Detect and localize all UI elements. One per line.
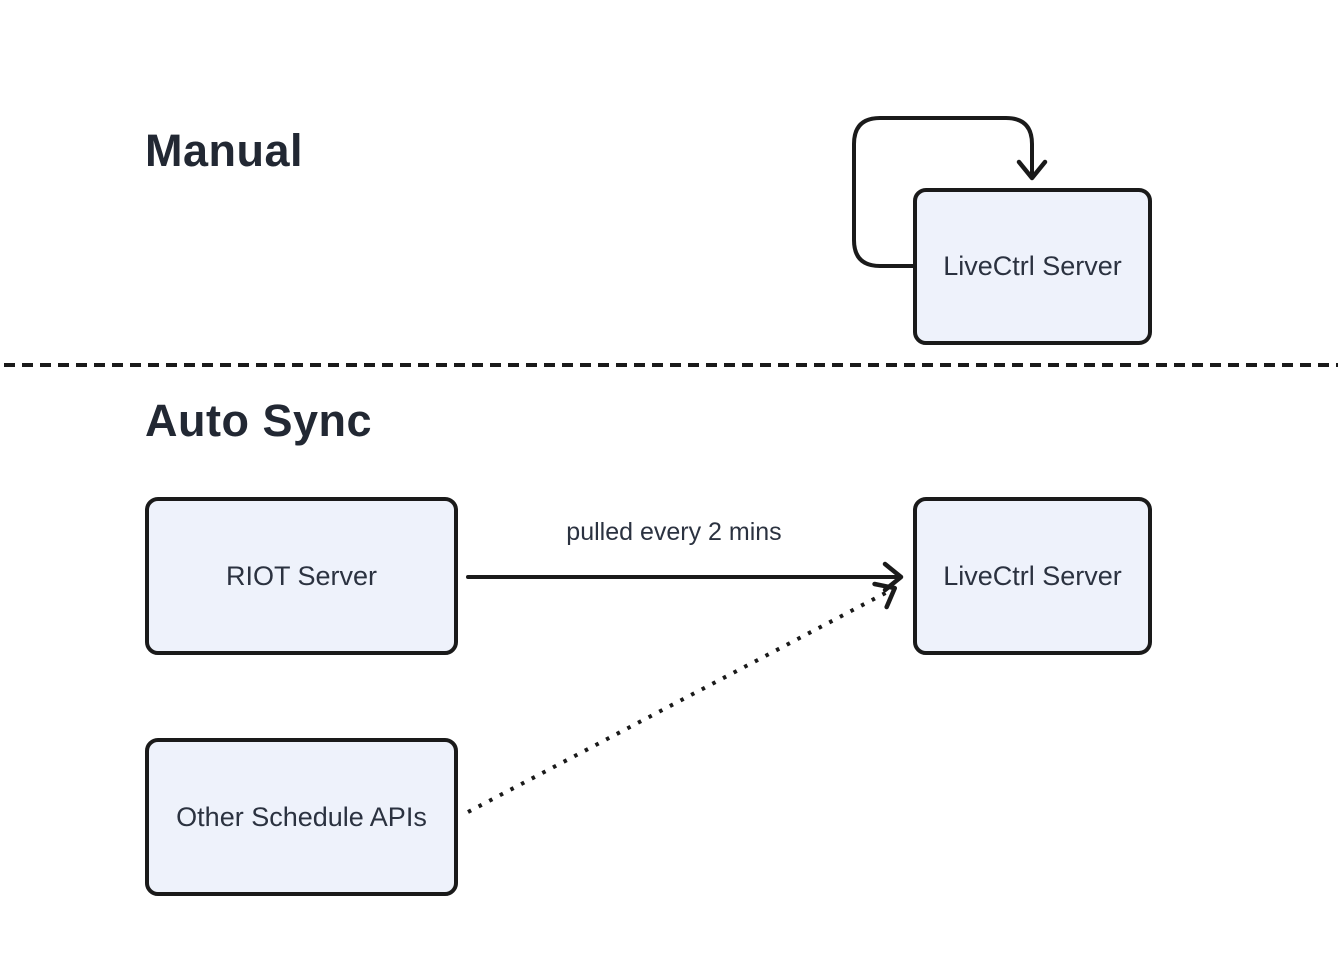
section-title-manual: Manual [145,125,304,176]
node-livectrl-server-manual: LiveCtrl Server [913,188,1152,345]
edge-other-apis-dotted-arrow [467,581,898,814]
node-label-livectrl-server-manual: LiveCtrl Server [943,251,1122,281]
node-livectrl-server-auto-sync: LiveCtrl Server [913,497,1152,655]
node-label-other-schedule-apis: Other Schedule APIs [176,801,427,832]
section-title-auto-sync: Auto Sync [145,395,373,446]
edge-label-pulled-every-2-mins: pulled every 2 mins [566,518,782,546]
node-label-livectrl-server-auto-sync: LiveCtrl Server [943,560,1122,591]
node-other-schedule-apis: Other Schedule APIs [145,738,458,896]
node-label-riot-server: RIOT Server [225,560,378,591]
node-riot-server: RIOT Server [145,497,458,655]
